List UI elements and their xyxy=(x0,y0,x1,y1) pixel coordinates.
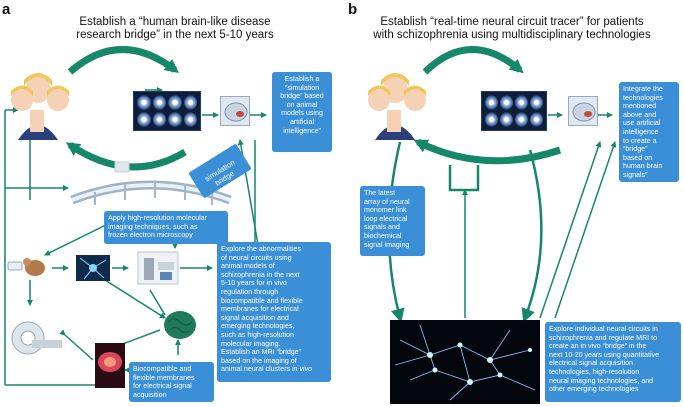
mouse-icon xyxy=(7,258,45,276)
panel-b-title: Establish “real-time neural circuit trac… xyxy=(362,16,662,42)
callout-line: 5-10 years for in vivo xyxy=(221,279,287,288)
callout-line: based on the imaging of xyxy=(221,356,297,365)
callout-line: “simulation xyxy=(284,83,320,92)
callout-line: membranes for electrical xyxy=(221,305,299,314)
mouse-brain-icon xyxy=(95,343,125,388)
neural-network-graphic xyxy=(394,324,536,401)
green-brain-icon xyxy=(164,311,196,339)
callout-line: Apply high-resolution molecular xyxy=(108,214,207,222)
brain-signal-icon xyxy=(220,96,250,126)
callout-line: electrical signal acquisition xyxy=(549,359,633,368)
callout-line: schizophrenia and regulate MRI to xyxy=(549,333,658,342)
callout-line: animal models of xyxy=(221,262,275,271)
callout-simulation-bridge: Establish a “simulation bridge” based on… xyxy=(272,72,332,152)
arrow-b-right-down xyxy=(521,149,543,323)
neuron-icon xyxy=(76,255,110,281)
lab-equipment-icon xyxy=(137,251,179,285)
callout-line: based on xyxy=(623,153,653,162)
human-faces-icon-b xyxy=(368,73,426,140)
callout-line: Establish an MRI “bridge” xyxy=(221,348,302,357)
panel-b-title-line2: with schizophrenia using multidisciplina… xyxy=(373,29,651,41)
neural-network-image xyxy=(390,320,540,404)
callout-line: biocompatible and flexible xyxy=(221,296,303,305)
callout-explore-individual-circuits: Explore individual neural circuits in sc… xyxy=(545,322,681,402)
callout-line: acquisition xyxy=(133,390,167,399)
callout-line: of neural circuits using xyxy=(221,253,292,262)
callout-line: animal neural clusters in vivo xyxy=(221,365,327,374)
callout-line: create an in vivo “bridge” in the xyxy=(549,342,647,351)
panel-b-title-line1: Establish “real-time neural circuit trac… xyxy=(380,16,644,28)
callout-line: technologies, high-resolution xyxy=(549,367,640,376)
bottom-cycle-arrow-b xyxy=(413,138,562,165)
callout-line: flexible membranes xyxy=(133,373,195,382)
callout-line: The latest xyxy=(364,189,396,197)
mri-scan-icon xyxy=(133,91,201,131)
top-cycle-arrow-b xyxy=(422,46,524,75)
callout-line: neural imaging technologies, and xyxy=(549,376,654,385)
callout-line: signals” xyxy=(623,170,648,179)
callout-imaging-techniques: Apply high-resolution molecular imaging … xyxy=(104,211,228,244)
callout-line: bridge” based xyxy=(280,92,324,101)
callout-line: other emerging technologies xyxy=(549,385,639,394)
panel-a-title-line2: research bridge” in the next 5-10 years xyxy=(76,29,274,41)
callout-line: regulation through xyxy=(221,287,279,296)
callout-line: mentioned xyxy=(623,102,657,111)
callout-line: schizophrenia in the next xyxy=(221,270,300,279)
callout-line: models using xyxy=(281,109,323,118)
callout-line: array of neural xyxy=(364,197,410,206)
panel-letter-b: b xyxy=(348,1,358,18)
callout-flexible-membranes: Biocompatible and flexible membranes for… xyxy=(129,362,214,402)
callout-line: next 10-20 years using quantitative xyxy=(549,350,660,359)
callout-line: signal acquisition and xyxy=(221,313,289,322)
callout-line: artificial xyxy=(289,117,315,126)
callout-line: signals and xyxy=(364,223,400,232)
callout-integrate-technologies: Integrate the technologies mentioned abo… xyxy=(619,82,679,182)
callout-line: above and xyxy=(623,110,657,119)
callout-line: to create a xyxy=(623,136,657,145)
callout-line: for electrical signal xyxy=(133,382,192,391)
panel-a-title: Establish a “human brain-like disease re… xyxy=(60,16,290,42)
callout-line: technologies xyxy=(623,93,663,102)
top-cycle-arrow-a xyxy=(67,46,179,75)
callout-line: Explore the abnormalities xyxy=(221,245,302,253)
callout-line: intelligence xyxy=(623,127,659,136)
callout-line: Establish a xyxy=(284,75,320,83)
mri-scan-icon-b xyxy=(481,91,547,131)
callout-line: signal imaging xyxy=(364,240,410,249)
callout-line: such as high-resolution xyxy=(221,330,294,339)
callout-line: use artificial xyxy=(623,119,661,128)
callout-line: emerging technologies, xyxy=(221,322,295,331)
callout-line: intelligence” xyxy=(283,126,321,135)
callout-italic: in vivo xyxy=(291,365,313,374)
callout-latest-array: The latest array of neural monomer link … xyxy=(360,186,425,256)
callout-line: biochemical xyxy=(364,231,402,240)
callout-line: human brain xyxy=(623,162,663,171)
callout-line: Integrate the xyxy=(623,85,663,93)
brain-signal-graphic-b xyxy=(572,102,596,122)
callout-line: Explore individual neural circuits in xyxy=(549,325,658,333)
callout-line: imaging techniques, such as xyxy=(108,222,198,231)
callout-line: Biocompatible and xyxy=(133,365,192,373)
callout-line: frozen electron microscopy xyxy=(108,231,193,240)
callout-line: loop electrical xyxy=(364,214,408,223)
callout-line: monomer link xyxy=(364,206,407,215)
callout-line-text: animal neural clusters xyxy=(221,365,290,374)
callout-explore-animal-models: Explore the abnormalities of neural circ… xyxy=(217,242,331,382)
callout-line: on animal xyxy=(286,100,318,109)
callout-line: “bridge” xyxy=(623,145,648,154)
panel-letter-a: a xyxy=(2,1,11,18)
brain-signal-graphic xyxy=(224,102,248,122)
panel-a-title-line1: Establish a “human brain-like disease xyxy=(79,16,271,28)
callout-line: molecular imaging. xyxy=(221,339,281,348)
mri-scanner-icon xyxy=(11,321,62,355)
brain-signal-icon-b xyxy=(568,96,598,126)
human-faces-icon xyxy=(11,73,69,140)
